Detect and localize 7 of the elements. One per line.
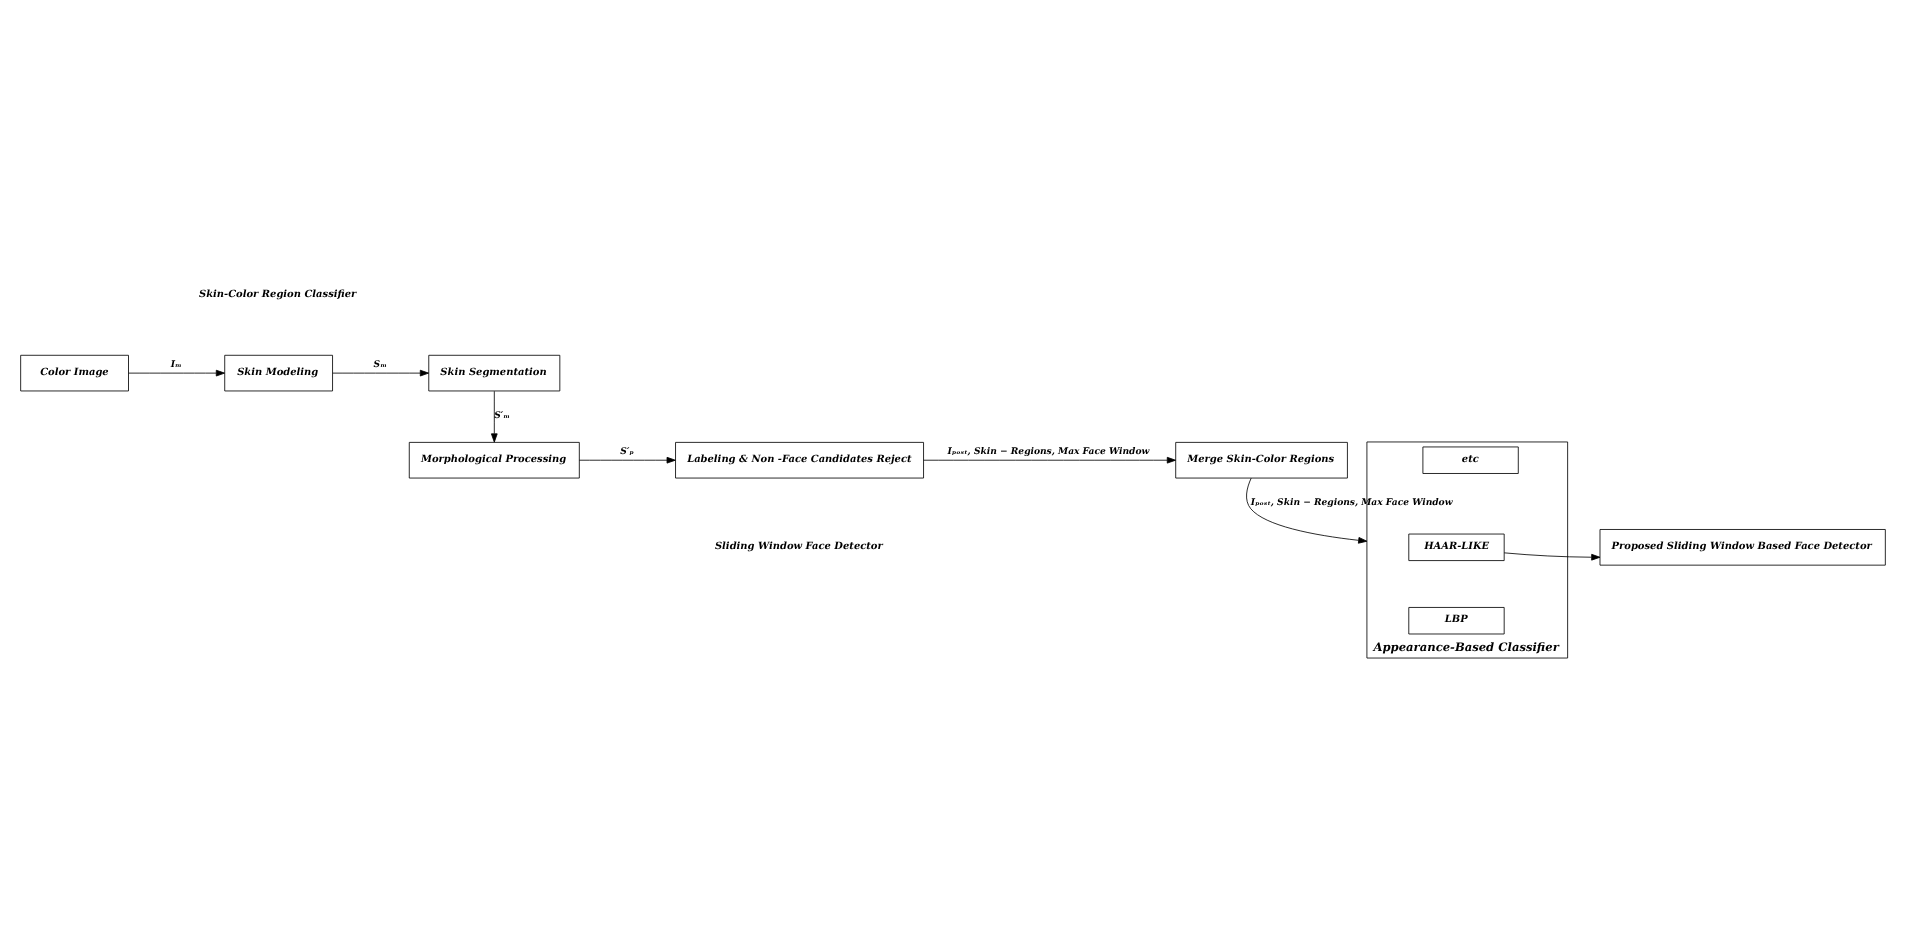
arrow [578,456,676,464]
arrow [491,390,498,443]
arrow [332,369,429,377]
arrow [1503,552,1601,561]
arrow [128,369,225,377]
arrow [923,456,1176,464]
arrow [1246,477,1368,544]
